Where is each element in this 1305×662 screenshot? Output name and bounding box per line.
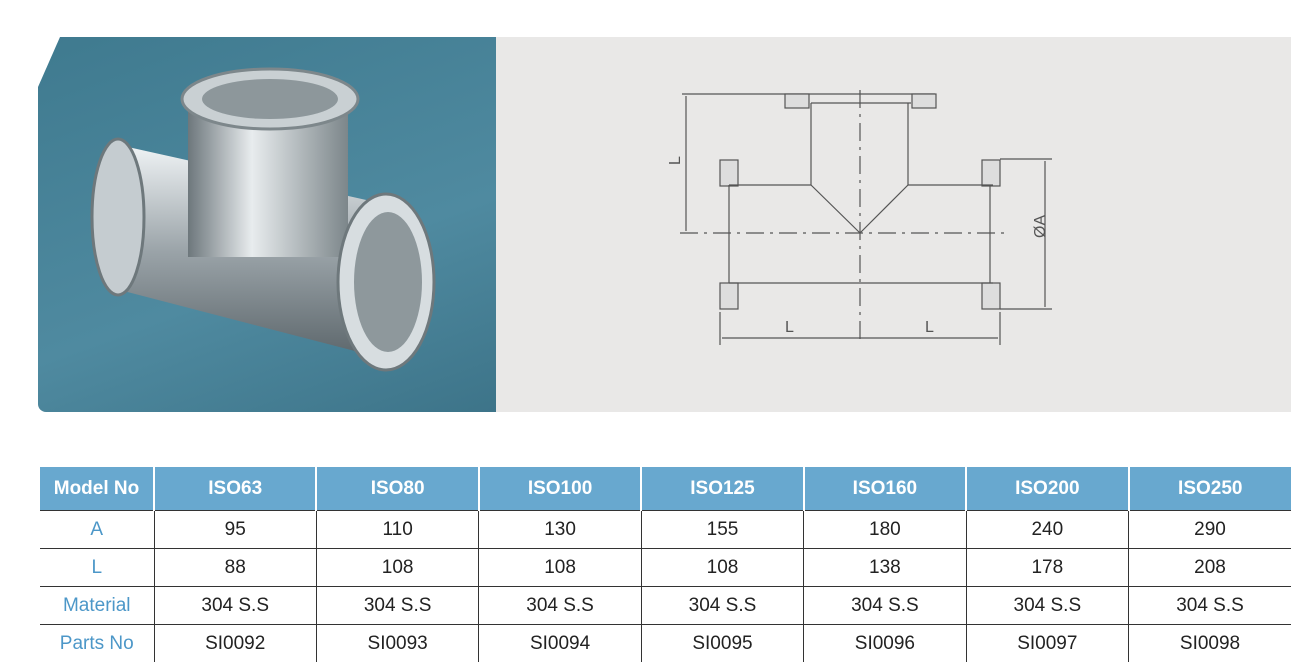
table-cell: 108: [641, 549, 803, 587]
dim-label-l-right: L: [925, 319, 934, 336]
table-cell: 88: [154, 549, 316, 587]
row-label: A: [40, 511, 154, 549]
table-cell: SI0094: [479, 625, 641, 662]
dim-label-l-vertical: L: [667, 156, 684, 165]
header-cell: ISO160: [804, 467, 966, 511]
table-cell: 110: [316, 511, 478, 549]
table-cell: 304 S.S: [479, 587, 641, 625]
table-cell: 108: [316, 549, 478, 587]
table-cell: 304 S.S: [804, 587, 966, 625]
table-cell: SI0096: [804, 625, 966, 662]
table-cell: 304 S.S: [316, 587, 478, 625]
table-cell: SI0097: [966, 625, 1128, 662]
table-cell: 108: [479, 549, 641, 587]
header-cell: ISO200: [966, 467, 1128, 511]
table-cell: SI0092: [154, 625, 316, 662]
header-cell: ISO125: [641, 467, 803, 511]
table-cell: 208: [1129, 549, 1291, 587]
table-cell: 304 S.S: [641, 587, 803, 625]
table-cell: 240: [966, 511, 1128, 549]
header-cell: ISO250: [1129, 467, 1291, 511]
table-cell: 130: [479, 511, 641, 549]
specifications-table: Model No ISO63 ISO80 ISO100 ISO125 ISO16…: [40, 467, 1291, 662]
table-cell: 304 S.S: [966, 587, 1128, 625]
table-cell: 178: [966, 549, 1128, 587]
row-label: L: [40, 549, 154, 587]
table-cell: 138: [804, 549, 966, 587]
table-cell: SI0093: [316, 625, 478, 662]
table-cell: 290: [1129, 511, 1291, 549]
table-cell: 95: [154, 511, 316, 549]
header-cell: ISO100: [479, 467, 641, 511]
table-cell: 304 S.S: [154, 587, 316, 625]
table-cell: 155: [641, 511, 803, 549]
header-cell: Model No: [40, 467, 154, 511]
row-label: Material: [40, 587, 154, 625]
technical-drawing: L L L ØA: [0, 0, 1305, 420]
table-cell: 304 S.S: [1129, 587, 1291, 625]
header-cell: ISO63: [154, 467, 316, 511]
table-header-row: Model No ISO63 ISO80 ISO100 ISO125 ISO16…: [40, 467, 1291, 511]
table-cell: SI0095: [641, 625, 803, 662]
row-label: Parts No: [40, 625, 154, 662]
table-cell: SI0098: [1129, 625, 1291, 662]
dim-label-diameter-a: ØA: [1032, 215, 1049, 238]
dim-label-l-left: L: [785, 319, 794, 336]
table-cell: 180: [804, 511, 966, 549]
header-cell: ISO80: [316, 467, 478, 511]
